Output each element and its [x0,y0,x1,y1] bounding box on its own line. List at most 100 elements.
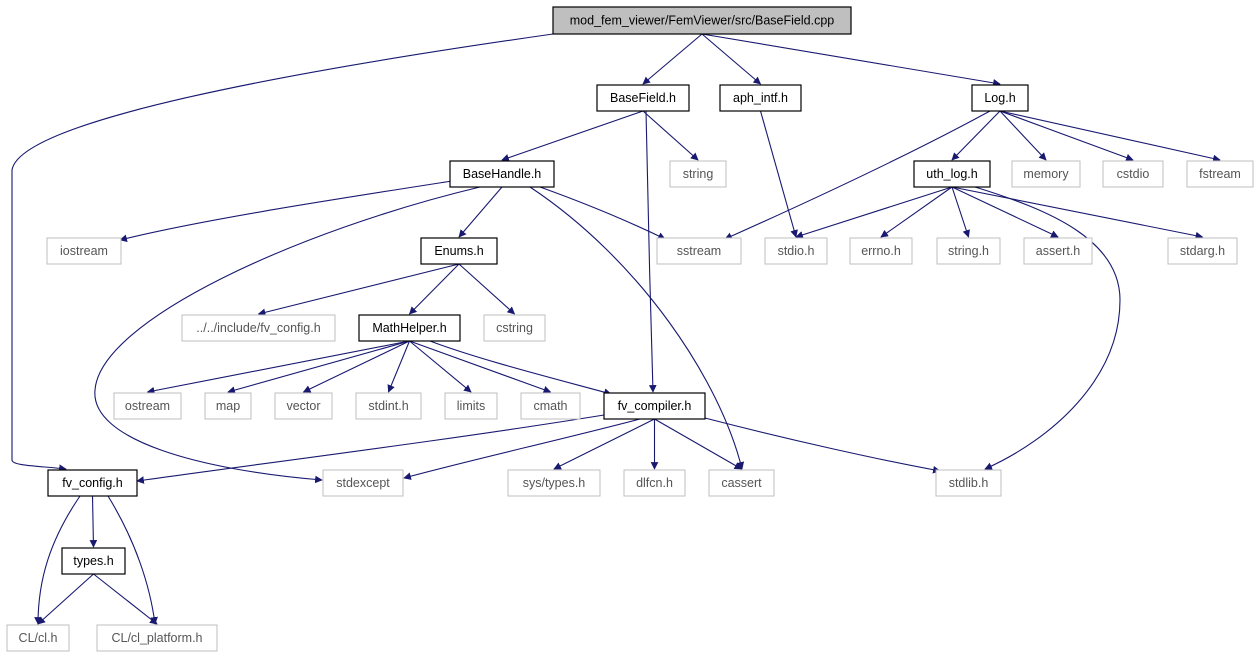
node-log[interactable]: Log.h [971,84,1029,112]
edge-fvconfig-to-clcl [34,495,81,625]
edge-enums-to-incfvconfig [257,263,460,317]
node-label-basehandle: BaseHandle.h [463,167,542,181]
edge-fvcompiler-to-cassert [654,418,743,470]
node-label-errno: errno.h [861,244,901,258]
node-label-stdlib: stdlib.h [949,476,989,490]
node-box-sstream [656,237,742,265]
node-label-stdint: stdint.h [368,399,408,413]
node-errno: errno.h [849,237,913,265]
node-label-basefield: BaseField.h [610,91,676,105]
node-enums[interactable]: Enums.h [420,237,498,265]
node-label-string: string [683,167,714,181]
edge-uthlog-to-assert [951,186,1059,238]
edge-fvcompiler-to-stdexcept [403,418,641,480]
edge-mathhelper-to-stdint [387,340,411,393]
edge-basefield-to-basehandle [501,110,644,162]
node-cassert: cassert [708,469,775,497]
edge-mathhelper-to-fvcompiler [429,340,612,396]
node-box-limits [444,392,498,420]
node-box-stdexcept [322,469,404,497]
node-iostream: iostream [46,237,122,265]
node-dlfcn: dlfcn.h [623,469,686,497]
node-sstream: sstream [656,237,742,265]
node-box-map [204,392,252,420]
node-label-dlfcn: dlfcn.h [636,476,673,490]
node-types[interactable]: types.h [61,547,126,575]
node-box-mathhelper [358,314,461,342]
node-box-cstring [483,314,546,342]
edge-uthlog-to-stdioh [795,186,953,239]
node-label-fvcompiler: fv_compiler.h [618,399,692,413]
node-ostream: ostream [113,392,182,420]
node-label-cassert: cassert [721,476,762,490]
node-uthlog[interactable]: uth_log.h [913,160,991,188]
node-clcl: CL/cl.h [6,624,70,652]
node-fstream: fstream [1186,160,1254,188]
node-label-mathhelper: MathHelper.h [372,321,446,335]
node-box-stdarg [1167,237,1238,265]
node-label-root: mod_fem_viewer/FemViewer/src/BaseField.c… [570,14,835,28]
node-box-fvconfig [47,469,138,497]
node-assert: assert.h [1023,237,1093,265]
edge-root-to-aph [701,33,762,85]
node-label-memory: memory [1023,167,1069,181]
node-box-assert [1023,237,1093,265]
node-label-cstdio: cstdio [1117,167,1150,181]
dependency-edges [11,33,1221,625]
node-stdexcept: stdexcept [322,469,404,497]
node-stdint: stdint.h [355,392,422,420]
edge-enums-to-cstring [458,263,516,315]
edge-mathhelper-to-vector [302,340,410,393]
node-root[interactable]: mod_fem_viewer/FemViewer/src/BaseField.c… [552,6,852,35]
node-box-errno [849,237,913,265]
node-label-clcl: CL/cl.h [19,631,58,645]
node-box-stdint [355,392,422,420]
node-box-incfvconfig [181,314,336,342]
node-box-stringh [936,237,1001,265]
edge-basehandle-to-stdexcept [94,186,481,484]
edge-basehandle-to-enums [458,186,503,238]
node-vector: vector [274,392,333,420]
node-label-uthlog: uth_log.h [926,167,977,181]
node-label-aph: aph_intf.h [733,91,788,105]
node-label-clplatform: CL/cl_platform.h [111,631,202,645]
node-mathhelper[interactable]: MathHelper.h [358,314,461,342]
node-label-enums: Enums.h [434,244,483,258]
edge-uthlog-to-stringh [951,186,970,238]
edge-types-to-clplatform [93,573,158,625]
node-label-limits: limits [457,399,485,413]
node-basehandle[interactable]: BaseHandle.h [449,160,555,188]
node-label-stringh: string.h [948,244,989,258]
node-label-systypes: sys/types.h [523,476,586,490]
edge-fvconfig-to-clplatform [107,495,158,625]
node-label-fvconfig: fv_config.h [62,476,123,490]
node-box-cmath [520,392,581,420]
node-fvcompiler[interactable]: fv_compiler.h [603,392,706,420]
edge-basefield-to-fvcompiler [645,110,657,393]
node-box-aph [719,84,802,112]
node-box-memory [1011,160,1081,188]
node-box-types [61,547,126,575]
node-label-stdexcept: stdexcept [336,476,390,490]
node-stdlib: stdlib.h [935,469,1002,497]
dependency-nodes: mod_fem_viewer/FemViewer/src/BaseField.c… [6,6,1254,652]
node-basefield[interactable]: BaseField.h [596,84,690,112]
node-label-incfvconfig: ../../include/fv_config.h [196,321,320,335]
node-string: string [669,160,727,188]
edge-aph-to-stdioh [759,110,798,238]
node-box-dlfcn [623,469,686,497]
node-label-vector: vector [286,399,320,413]
node-label-cstring: cstring [496,321,533,335]
node-box-cstdio [1102,160,1164,188]
node-label-sstream: sstream [677,244,721,258]
node-incfvconfig: ../../include/fv_config.h [181,314,336,342]
edge-log-to-uthlog [951,110,1001,161]
node-aph[interactable]: aph_intf.h [719,84,802,112]
node-box-iostream [46,237,122,265]
edge-basehandle-to-sstream [539,186,666,240]
node-box-log [971,84,1029,112]
node-box-root [552,6,852,35]
edge-mathhelper-to-ostream [146,340,410,395]
node-fvconfig[interactable]: fv_config.h [47,469,138,497]
